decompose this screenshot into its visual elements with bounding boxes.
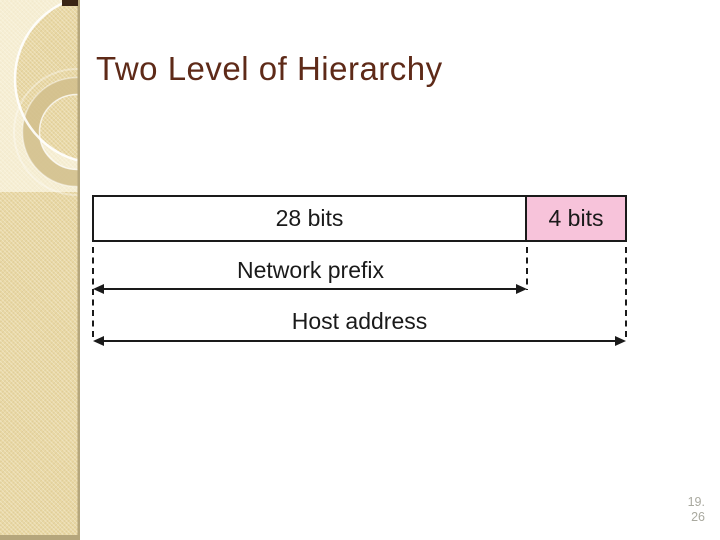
- network-prefix-arrow-label: Network prefix: [237, 257, 384, 283]
- host-address-arrow-label: Host address: [291, 308, 428, 334]
- network-prefix-arrowhead-left: [93, 284, 104, 294]
- page-indicator-line1: 19.: [687, 495, 705, 509]
- span-arrows-graphic: [92, 247, 627, 346]
- page-indicator: 19. 26: [688, 495, 705, 525]
- host-address-arrowhead-left: [93, 336, 104, 346]
- address-bit-row: 28 bits 4 bits: [92, 195, 627, 242]
- page-indicator-line2: 26: [691, 510, 705, 524]
- sidebar-top-notch: [62, 0, 78, 6]
- host-suffix-box: 4 bits: [527, 197, 625, 240]
- decorative-large-circle: [13, 0, 80, 163]
- sidebar-right-edge: [77, 0, 80, 540]
- sidebar-decoration: [0, 0, 80, 540]
- sidebar-circles-graphic: [0, 0, 80, 540]
- decorative-ring: [22, 77, 80, 187]
- network-prefix-box: 28 bits: [94, 197, 527, 240]
- slide-title: Two Level of Hierarchy: [96, 50, 443, 87]
- host-suffix-box-label: 4 bits: [548, 205, 604, 231]
- network-prefix-box-label: 28 bits: [275, 205, 344, 231]
- decorative-ring-inner-edge: [38, 93, 80, 171]
- host-address-arrowhead-right: [615, 336, 626, 346]
- decorative-ring-outer-edge: [21, 76, 80, 188]
- decorative-halo-circle: [13, 68, 80, 196]
- sidebar-bottom-edge: [0, 535, 80, 540]
- network-prefix-arrowhead-right: [516, 284, 527, 294]
